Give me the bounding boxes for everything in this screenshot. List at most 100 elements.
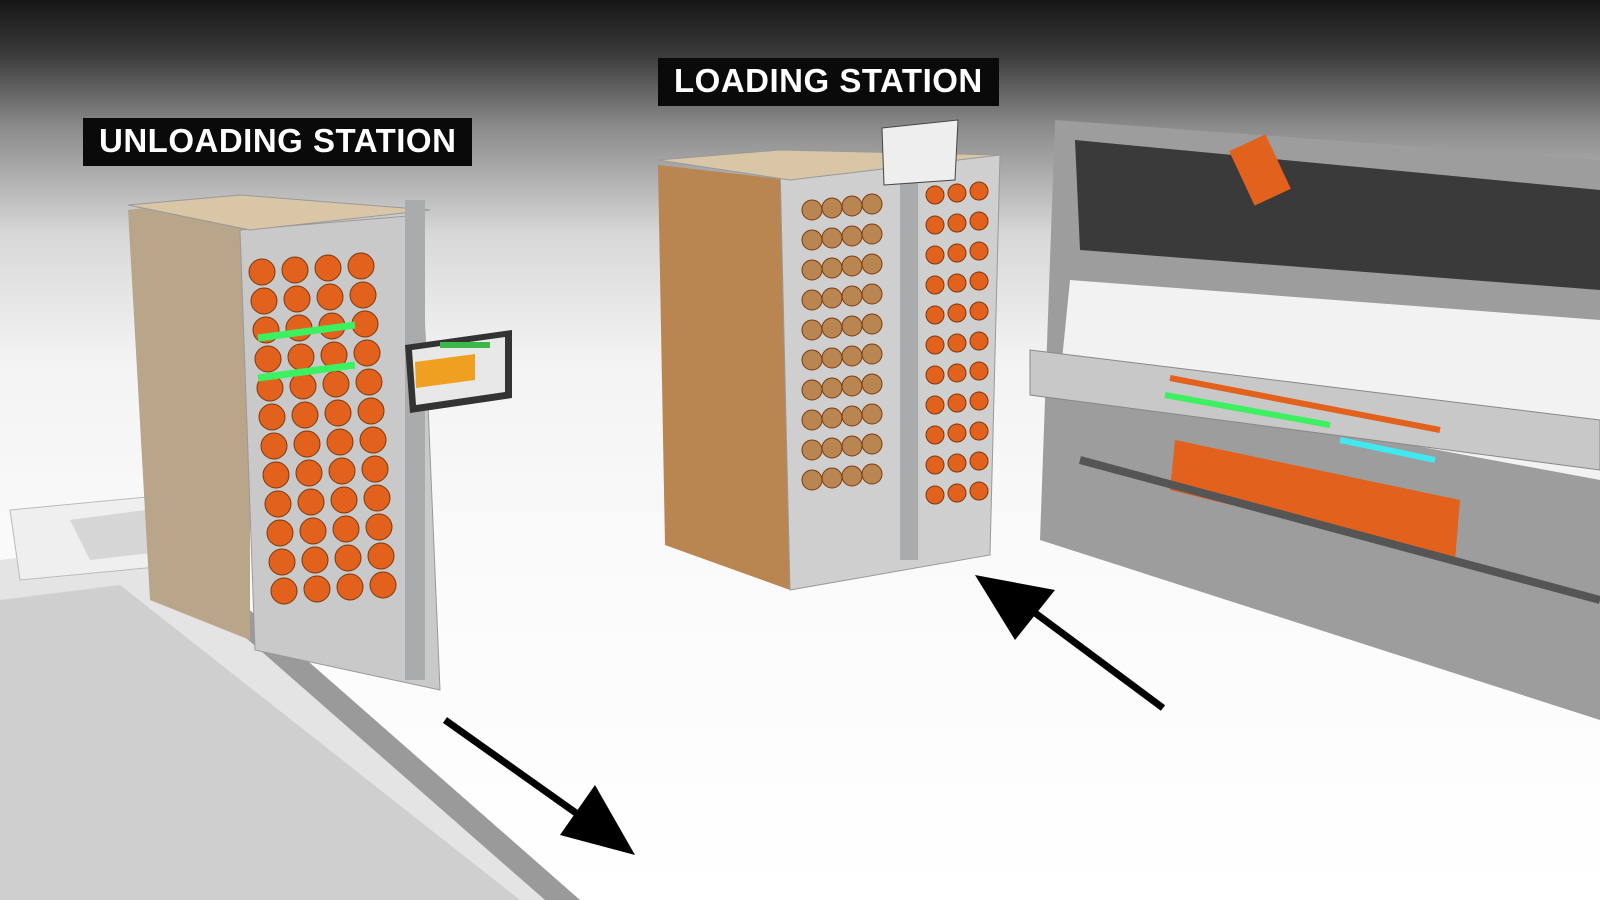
unloading-station-label: UNLOADING STATION xyxy=(83,118,473,166)
tube-core xyxy=(293,430,321,458)
led-indicator xyxy=(257,321,356,342)
tube-core xyxy=(250,287,278,315)
tube-core xyxy=(969,481,989,501)
tube-core xyxy=(821,227,843,249)
tube-core xyxy=(801,319,823,341)
tube-core xyxy=(947,453,967,473)
tube-core xyxy=(291,401,319,429)
tube-core xyxy=(925,335,945,355)
tube-core xyxy=(351,310,379,338)
tube-core xyxy=(841,315,863,337)
tube-core xyxy=(969,181,989,201)
tube-core xyxy=(365,513,393,541)
tube-core xyxy=(821,377,843,399)
tube-core xyxy=(861,343,883,365)
tube-core xyxy=(861,223,883,245)
tube-core xyxy=(861,283,883,305)
tube-core xyxy=(841,345,863,367)
tube-core xyxy=(861,313,883,335)
unloading-rack xyxy=(127,194,441,691)
tube-core xyxy=(969,211,989,231)
tube-core xyxy=(801,469,823,491)
loading-station-label: LOADING STATION xyxy=(658,58,999,106)
tube-core xyxy=(328,457,356,485)
tube-core xyxy=(947,213,967,233)
tube-core xyxy=(841,285,863,307)
tube-core xyxy=(314,254,342,282)
tube-core xyxy=(347,252,375,280)
tube-core xyxy=(925,185,945,205)
tube-core xyxy=(841,405,863,427)
tube-core xyxy=(801,409,823,431)
tube-core xyxy=(359,426,387,454)
tube-core xyxy=(925,485,945,505)
tube-core xyxy=(334,544,362,572)
loading-rack xyxy=(657,119,1001,591)
tube-core xyxy=(801,289,823,311)
tube-core xyxy=(969,331,989,351)
tube-core xyxy=(264,490,292,518)
tube-core xyxy=(361,455,389,483)
tube-core xyxy=(332,515,360,543)
tube-core xyxy=(969,301,989,321)
tube-core xyxy=(841,435,863,457)
tube-core xyxy=(947,483,967,503)
tube-core xyxy=(969,271,989,291)
tube-core xyxy=(861,463,883,485)
tube-core xyxy=(861,193,883,215)
tube-core xyxy=(841,375,863,397)
tube-core xyxy=(821,437,843,459)
tube-core xyxy=(969,451,989,471)
tube-core xyxy=(297,488,325,516)
tube-core xyxy=(254,345,282,373)
tube-core xyxy=(336,573,364,601)
tube-core xyxy=(841,465,863,487)
tube-core xyxy=(969,361,989,381)
tube-core xyxy=(316,283,344,311)
tube-core xyxy=(349,281,377,309)
tube-core xyxy=(925,365,945,385)
tube-core xyxy=(925,425,945,445)
tube-core xyxy=(270,577,298,605)
tube-core xyxy=(289,372,317,400)
tube-core xyxy=(947,243,967,263)
tube-core xyxy=(801,379,823,401)
tube-core xyxy=(861,403,883,425)
tube-core xyxy=(262,461,290,489)
tube-core xyxy=(369,571,397,599)
tube-core xyxy=(969,421,989,441)
tube-core xyxy=(947,333,967,353)
touchscreen-panel xyxy=(405,330,512,413)
tube-core xyxy=(357,397,385,425)
tube-core xyxy=(925,245,945,265)
tube-core xyxy=(925,215,945,235)
tube-core xyxy=(801,439,823,461)
tube-core xyxy=(925,395,945,415)
tube-core xyxy=(821,317,843,339)
tube-core xyxy=(947,423,967,443)
tube-core xyxy=(363,484,391,512)
tube-core xyxy=(258,403,286,431)
tube-core xyxy=(353,339,381,367)
tube-core xyxy=(268,548,296,576)
tube-core xyxy=(287,343,315,371)
tube-core xyxy=(330,486,358,514)
tube-core xyxy=(861,253,883,275)
tube-core xyxy=(324,399,352,427)
tube-core xyxy=(925,275,945,295)
tube-core xyxy=(925,455,945,475)
tube-core xyxy=(367,542,395,570)
tube-core xyxy=(947,363,967,383)
tube-core xyxy=(283,285,311,313)
tube-core xyxy=(969,241,989,261)
tube-core xyxy=(821,467,843,489)
tube-core xyxy=(821,347,843,369)
tube-core xyxy=(925,305,945,325)
arrow-in-icon xyxy=(975,575,1166,711)
tube-core xyxy=(861,433,883,455)
tube-core xyxy=(801,259,823,281)
tube-core xyxy=(801,229,823,251)
tube-core xyxy=(841,225,863,247)
tube-core xyxy=(295,459,323,487)
